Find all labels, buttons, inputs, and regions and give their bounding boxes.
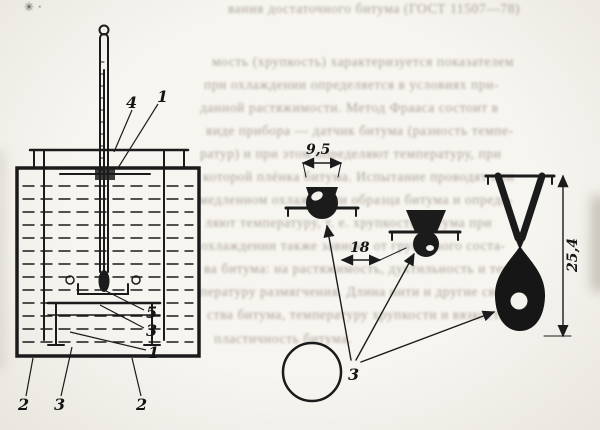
drop-outline-detail [281, 224, 496, 403]
thermometer-bulb [98, 270, 110, 292]
callout-3-leg: 3 [54, 395, 65, 414]
detail-c-funnel [484, 172, 572, 338]
detail-b-nozzle [340, 210, 462, 266]
bleed-line: ва битума: на растяжимость, дуктильность… [204, 261, 518, 276]
callout-3-drops: 3 [348, 365, 359, 384]
callout-1-clamp: 1 [157, 87, 168, 106]
bleed-line: медленном охлаждении образца битума и оп… [199, 192, 513, 207]
callout-2-tank-left: 2 [17, 395, 29, 414]
thermometer [98, 24, 110, 292]
dimension-9-5: 9,5 [306, 142, 330, 158]
dimension-25-4: 25,4 [565, 238, 581, 273]
bleed-line: виде прибора — датчик битума (разность т… [206, 123, 514, 138]
detail-c-drop [494, 246, 546, 331]
bleed-line: пературу размягчения. Длина нити и други… [200, 284, 516, 299]
callout-4-thermometer: 4 [126, 93, 137, 112]
scan-smudge-left [0, 150, 4, 370]
callout-3-platform: 3 [146, 321, 157, 340]
dimension-18: 18 [350, 240, 370, 256]
bleed-line: данной растяжимости. Метод Фрааса состои… [200, 100, 499, 115]
detail-b-drop [413, 231, 439, 257]
detail-a-nozzle [284, 157, 360, 219]
callout-1-stand: 1 [148, 343, 159, 362]
knob-left [65, 275, 75, 285]
left-callout-leaders [25, 103, 159, 397]
sample-stand [46, 275, 162, 346]
bleed-line: вания достаточного битума (ГОСТ 11507—78… [228, 1, 521, 16]
callout-5-dish: 5 [146, 303, 157, 322]
bleed-line: ства битума, температуру хрупкости и вяз… [207, 307, 511, 322]
sample-dish [77, 283, 129, 295]
thermometer-scale [99, 61, 105, 171]
scan-smudge-right [591, 196, 600, 291]
bleed-line: которой плёнка битума. Испытание проводя… [203, 169, 515, 184]
knob-right [131, 275, 141, 285]
detail-a-ball [306, 187, 338, 219]
callout-2-tank-right: 2 [135, 395, 147, 414]
corner-mark: ✳ · [24, 0, 42, 14]
bleed-line: при охлаждении определяется в условиях п… [204, 77, 500, 92]
bleed-line: мость (хрупкость) характеризуется показа… [212, 54, 514, 69]
bleed-line: ратур) и при этом определяют температуру… [200, 146, 502, 161]
drop-outline-circle [281, 341, 343, 403]
